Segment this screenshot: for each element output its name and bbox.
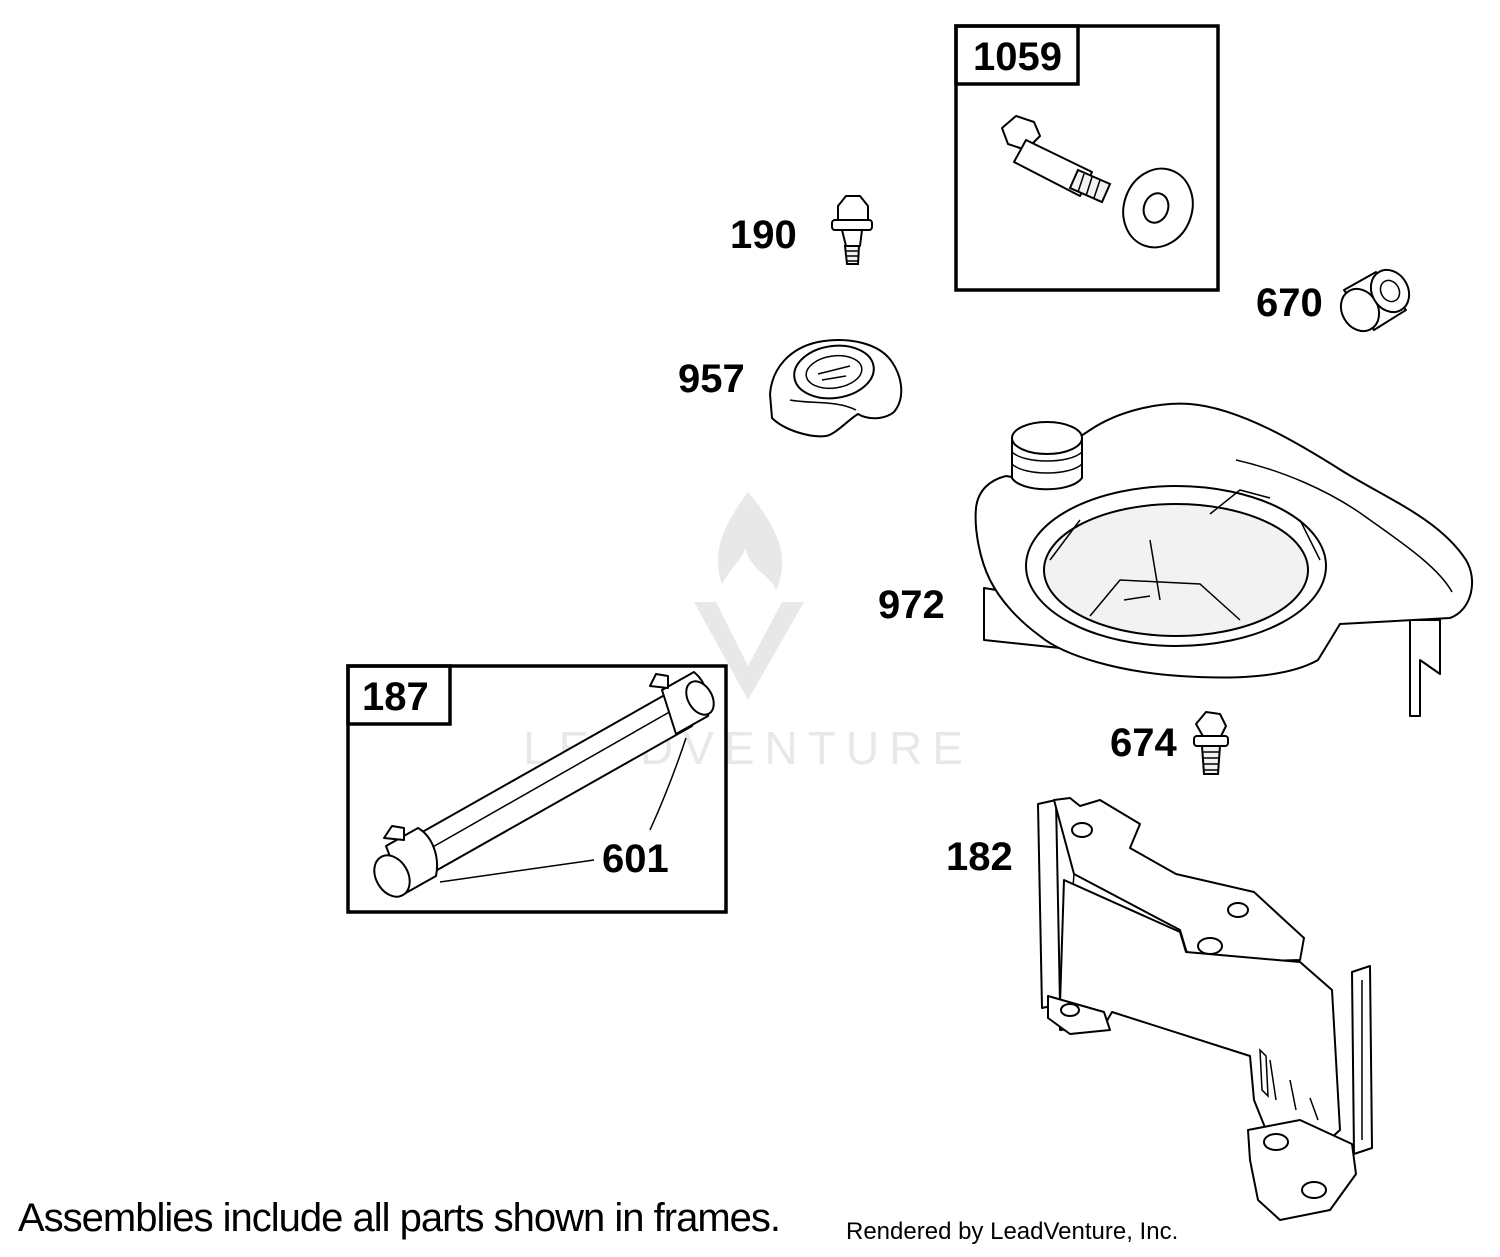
frame-1059: 1059 [954, 24, 1220, 292]
watermark: LEADVENTURE [523, 492, 963, 774]
part-182-bracket: 182 [946, 797, 1373, 1221]
part-label-187: 187 [362, 675, 429, 719]
part-1059-bolt [1001, 115, 1112, 204]
credit-text: Rendered by LeadVenture, Inc. [846, 1218, 1179, 1245]
frame-187: 187 601 [346, 664, 728, 914]
part-label-601: 601 [602, 837, 669, 881]
part-label-674: 674 [1110, 721, 1177, 765]
part-label-190: 190 [730, 213, 797, 257]
part-957-fuel-cap: 957 [678, 339, 903, 438]
part-190-bolt: 190 [730, 195, 873, 265]
part-label-972: 972 [878, 583, 945, 627]
footer-note: Assemblies include all parts shown in fr… [18, 1196, 781, 1240]
watermark-flame-icon [694, 492, 804, 700]
part-label-957: 957 [678, 357, 745, 401]
leader-line-601-lower [439, 859, 595, 883]
part-670-spacer: 670 [1256, 268, 1411, 333]
leader-line-601-upper [649, 737, 687, 831]
part-label-670: 670 [1256, 281, 1323, 325]
part-label-182: 182 [946, 835, 1013, 879]
part-187-fuel-line [373, 671, 715, 898]
part-1059-washer [1122, 167, 1194, 249]
part-972-fuel-tank: 972 [878, 402, 1474, 717]
part-label-1059: 1059 [973, 35, 1062, 79]
part-674-bolt: 674 [1110, 711, 1229, 775]
